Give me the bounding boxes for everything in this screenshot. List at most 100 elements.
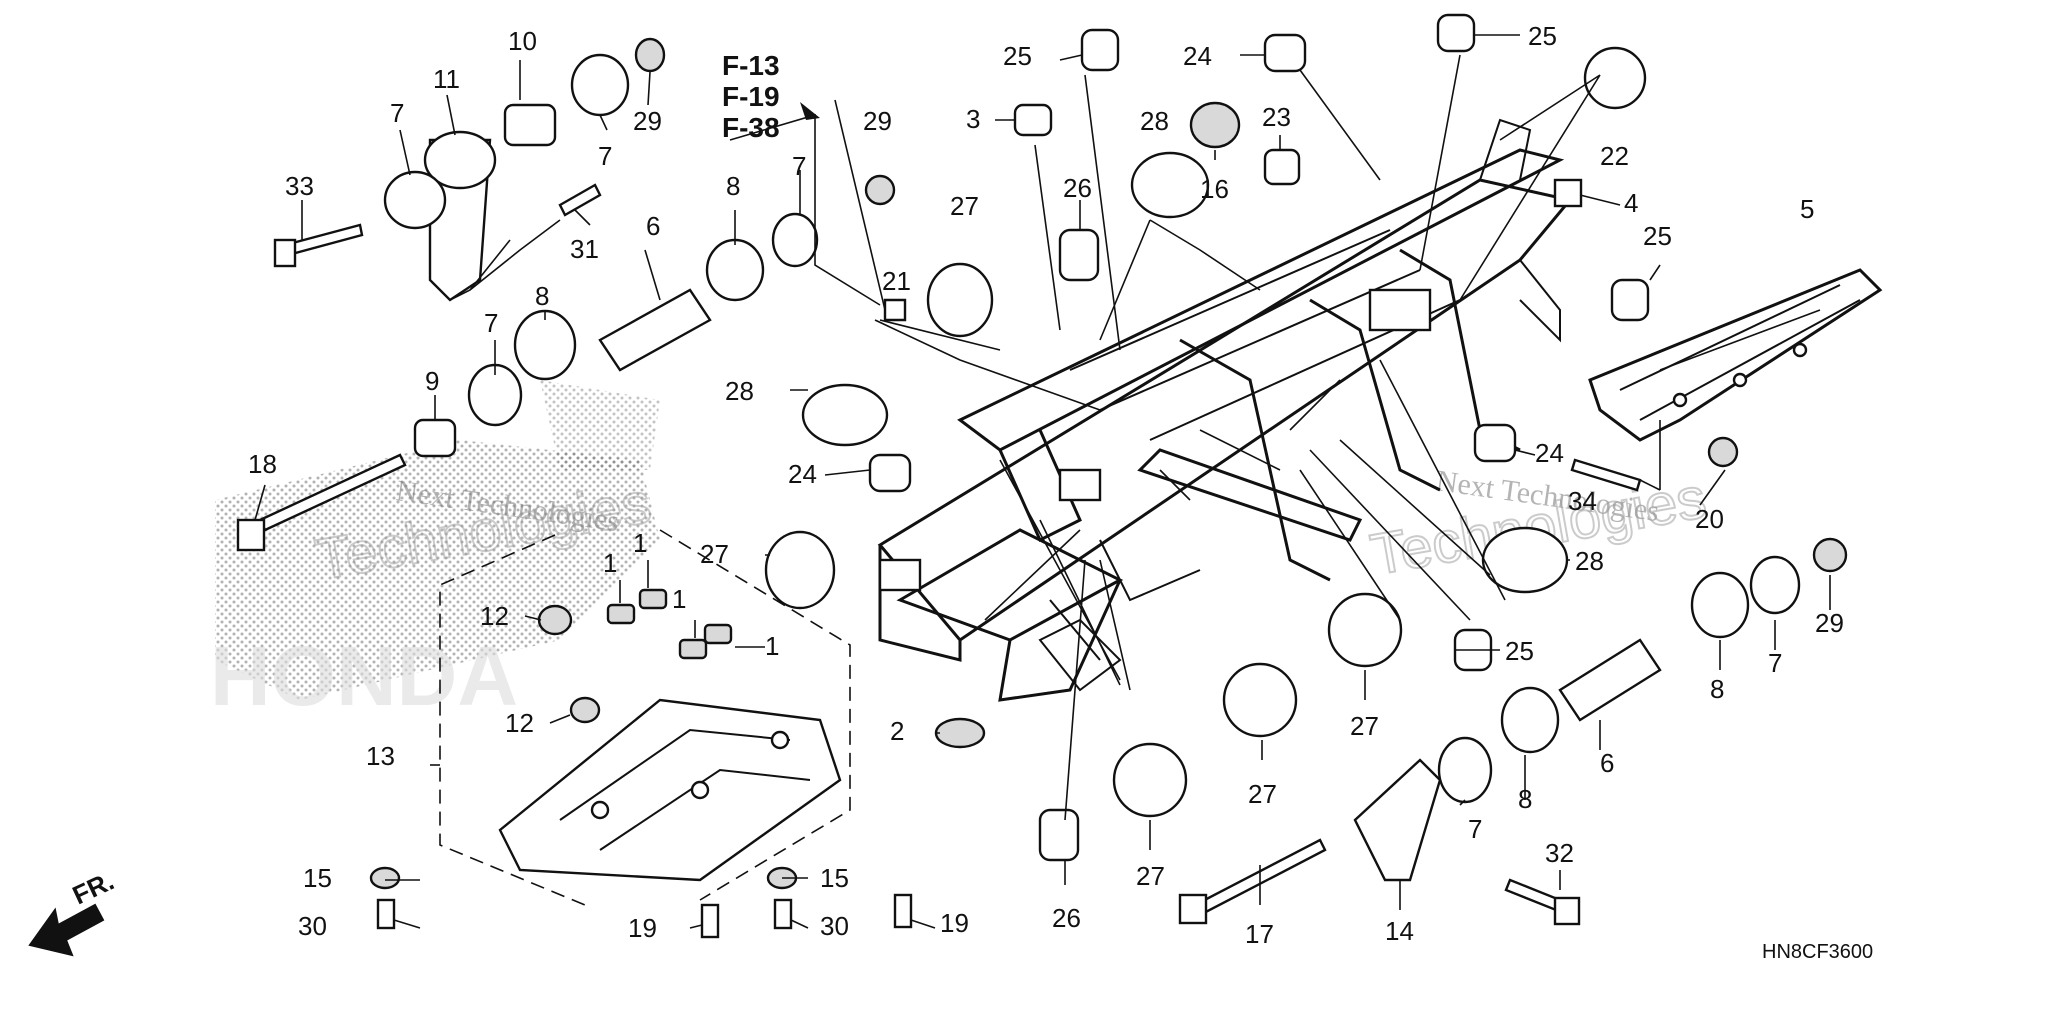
- callout-4[interactable]: 4: [1624, 188, 1638, 218]
- callout-21[interactable]: 21: [882, 266, 911, 296]
- callout-29[interactable]: 29: [633, 106, 662, 136]
- bracket-14: [1353, 758, 1442, 882]
- callout-20[interactable]: 20: [1695, 504, 1724, 534]
- callout-15[interactable]: 15: [303, 863, 332, 893]
- callout-8[interactable]: 8: [535, 281, 549, 311]
- bushing-7c: [771, 212, 819, 268]
- frame-gusset: [878, 558, 922, 592]
- callout-12[interactable]: 12: [480, 601, 509, 631]
- collar-10: [503, 103, 557, 147]
- callout-13[interactable]: 13: [366, 741, 395, 771]
- callout-6[interactable]: 6: [1600, 748, 1614, 778]
- callout-32[interactable]: 32: [1545, 838, 1574, 868]
- shaft-6b: [1558, 638, 1662, 722]
- nut-29c: [1812, 537, 1848, 573]
- bushing-8d: [1690, 571, 1750, 639]
- rubber-1d: [703, 623, 733, 645]
- callout-30[interactable]: 30: [298, 911, 327, 941]
- bushing-7a: [383, 170, 447, 230]
- callout-1[interactable]: 1: [603, 548, 617, 578]
- callout-27[interactable]: 27: [1248, 779, 1277, 809]
- callout-7[interactable]: 7: [792, 151, 806, 181]
- clamp-24c: [1473, 423, 1517, 463]
- callout-22[interactable]: 22: [1600, 141, 1629, 171]
- callout-7[interactable]: 7: [484, 308, 498, 338]
- collar-9: [413, 418, 457, 458]
- callout-1[interactable]: 1: [765, 631, 779, 661]
- callout-27[interactable]: 27: [950, 191, 979, 221]
- callout-1[interactable]: 1: [633, 528, 647, 558]
- clamp-24b: [1263, 33, 1307, 73]
- ref-f38[interactable]: F-38: [722, 112, 780, 143]
- callout-17[interactable]: 17: [1245, 919, 1274, 949]
- callout-23[interactable]: 23: [1262, 102, 1291, 132]
- parts-layer: [236, 13, 1848, 939]
- callout-24[interactable]: 24: [788, 459, 817, 489]
- callout-25[interactable]: 25: [1528, 21, 1557, 51]
- callout-29[interactable]: 29: [1815, 608, 1844, 638]
- callout-33[interactable]: 33: [285, 171, 314, 201]
- callout-25[interactable]: 25: [1003, 41, 1032, 71]
- callout-31[interactable]: 31: [570, 234, 599, 264]
- callout-5[interactable]: 5: [1800, 194, 1814, 224]
- callout-6[interactable]: 6: [646, 211, 660, 241]
- bolt-33: [283, 223, 364, 257]
- callout-2[interactable]: 2: [890, 716, 904, 746]
- clamp-27c: [1327, 592, 1403, 668]
- callout-8[interactable]: 8: [1710, 674, 1724, 704]
- bolt-19b: [893, 893, 913, 929]
- ref-f19[interactable]: F-19: [722, 81, 780, 112]
- bolt-31: [558, 183, 602, 217]
- callout-26[interactable]: 26: [1063, 173, 1092, 203]
- callout-15[interactable]: 15: [820, 863, 849, 893]
- callout-8[interactable]: 8: [726, 171, 740, 201]
- callout-7[interactable]: 7: [1468, 814, 1482, 844]
- callout-7[interactable]: 7: [390, 98, 404, 128]
- callout-8[interactable]: 8: [1518, 784, 1532, 814]
- callout-25[interactable]: 25: [1505, 636, 1534, 666]
- nut-29a: [634, 37, 666, 73]
- callout-27[interactable]: 27: [1136, 861, 1165, 891]
- clip-25b: [1436, 13, 1476, 53]
- front-direction-arrow: FR.: [28, 866, 119, 957]
- callout-28[interactable]: 28: [1140, 106, 1169, 136]
- clamp-28b: [1130, 151, 1210, 219]
- callout-14[interactable]: 14: [1385, 916, 1414, 946]
- diagram-code: HN8CF3600: [1762, 941, 1873, 963]
- frame-plate: [1368, 288, 1432, 332]
- clamp-24a: [868, 453, 912, 493]
- callout-29[interactable]: 29: [863, 106, 892, 136]
- callout-7[interactable]: 7: [1768, 648, 1782, 678]
- bolt-30a: [376, 898, 396, 930]
- callout-25[interactable]: 25: [1643, 221, 1672, 251]
- callout-24[interactable]: 24: [1535, 438, 1564, 468]
- callout-9[interactable]: 9: [425, 366, 439, 396]
- callout-34[interactable]: 34: [1568, 486, 1597, 516]
- clamp-22: [1583, 46, 1647, 110]
- clamp-27e: [1112, 742, 1188, 818]
- rubber-1a: [606, 603, 636, 625]
- callout-28[interactable]: 28: [725, 376, 754, 406]
- callout-30[interactable]: 30: [820, 911, 849, 941]
- callout-3[interactable]: 3: [966, 104, 980, 134]
- callout-1[interactable]: 1: [672, 584, 686, 614]
- callout-12[interactable]: 12: [505, 708, 534, 738]
- callout-24[interactable]: 24: [1183, 41, 1212, 71]
- main-frame: [877, 118, 1573, 702]
- callout-16[interactable]: 16: [1200, 174, 1229, 204]
- callout-19[interactable]: 19: [628, 913, 657, 943]
- ref-f13[interactable]: F-13: [722, 50, 780, 81]
- callout-27[interactable]: 27: [700, 539, 729, 569]
- callout-28[interactable]: 28: [1575, 546, 1604, 576]
- callout-18[interactable]: 18: [248, 449, 277, 479]
- callout-27[interactable]: 27: [1350, 711, 1379, 741]
- callout-26[interactable]: 26: [1052, 903, 1081, 933]
- callout-10[interactable]: 10: [508, 26, 537, 56]
- clamp-27b: [764, 530, 836, 610]
- clip-3: [1013, 103, 1053, 137]
- clip-26b: [1038, 808, 1080, 862]
- callout-11[interactable]: 11: [433, 64, 460, 94]
- callout-7[interactable]: 7: [598, 141, 612, 171]
- callout-19[interactable]: 19: [940, 908, 969, 938]
